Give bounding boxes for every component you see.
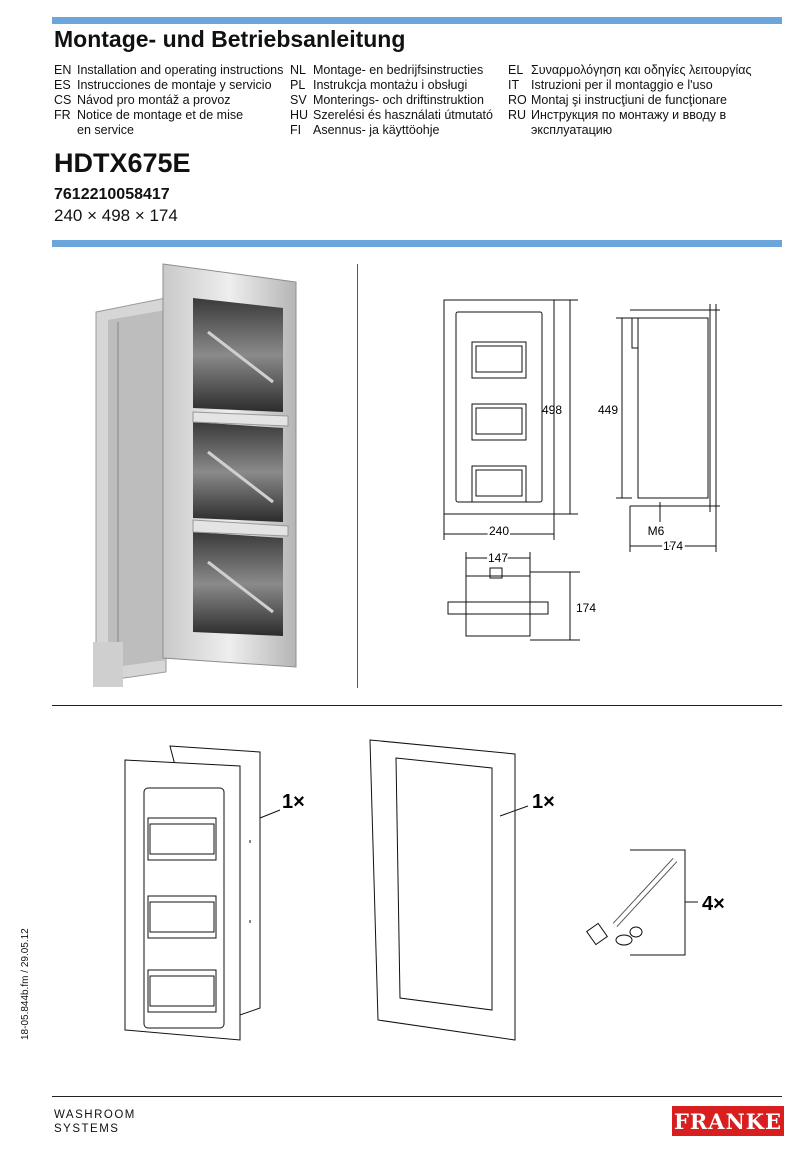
dim-side-height: 449 <box>598 403 618 417</box>
section-divider <box>52 705 782 706</box>
bolt-quantity: 4× <box>702 893 725 915</box>
brand-line-2: SYSTEMS <box>54 1123 120 1135</box>
dim-front-width: 240 <box>489 524 509 538</box>
product-photo <box>93 263 297 687</box>
product-ean: 7612210058417 <box>54 186 170 203</box>
section-rule <box>52 240 782 247</box>
dim-top-depth: 174 <box>576 601 596 615</box>
language-row: эксплуатацию <box>531 123 613 137</box>
dim-thread: M6 <box>648 524 665 538</box>
column-divider <box>357 264 358 688</box>
housing-quantity: 1× <box>282 791 305 813</box>
franke-logo: FRANKE <box>672 1106 784 1136</box>
dim-side-depth: 174 <box>663 539 683 553</box>
document-reference: 18-05.844b.fm / 29.05.12 <box>20 928 31 1040</box>
product-model: HDTX675E <box>54 148 191 178</box>
scope-drawings: 1× 1× 4× <box>124 739 725 1041</box>
footer-rule <box>52 1096 782 1097</box>
dimension-drawings: 498 240 449 M6 174 147 174 <box>443 299 720 641</box>
dim-front-height: 498 <box>542 403 562 417</box>
top-rule <box>52 17 782 24</box>
frame-quantity: 1× <box>532 791 555 813</box>
dim-top-width: 147 <box>488 551 508 565</box>
language-row: en service <box>77 123 134 137</box>
product-dimensions: 240 × 498 × 174 <box>54 206 178 225</box>
brand-line-1: WASHROOM <box>54 1109 136 1121</box>
page-title: Montage- und Betriebsanleitung <box>54 26 406 52</box>
brand-tagline: WASHROOM SYSTEMS <box>54 1108 136 1136</box>
